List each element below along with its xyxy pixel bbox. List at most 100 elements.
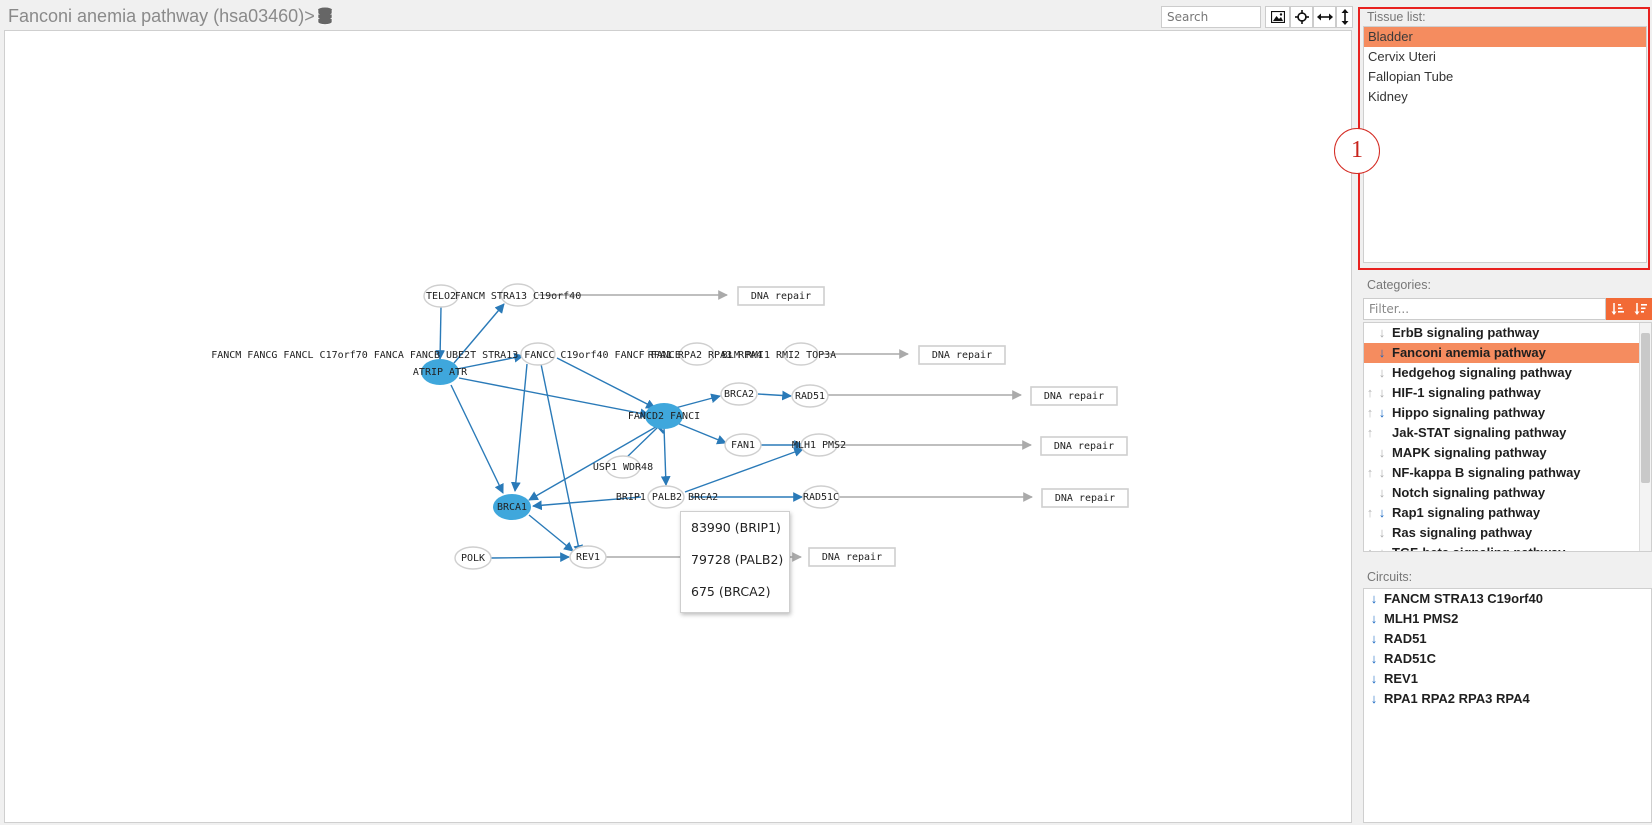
tissue-item-bladder[interactable]: Bladder (1364, 27, 1646, 47)
category-item[interactable]: ↓Ras signaling pathway (1364, 523, 1651, 543)
sort-ascending-button[interactable] (1606, 298, 1629, 320)
crosshair-icon (1294, 10, 1309, 24)
category-item[interactable]: ↑Jak-STAT signaling pathway (1364, 423, 1651, 443)
database-icon[interactable] (317, 7, 333, 30)
down-arrow-icon: ↓ (1370, 651, 1378, 666)
svg-text:BRCA2: BRCA2 (724, 389, 754, 400)
down-arrow-icon: ↓ (1378, 485, 1386, 500)
circuit-item[interactable]: ↓ RAD51C (1364, 649, 1651, 669)
categories-scrollbar[interactable] (1639, 323, 1651, 551)
category-item[interactable]: ↑↓HIF-1 signaling pathway (1364, 383, 1651, 403)
node-brca1[interactable]: BRCA1 (493, 494, 531, 520)
svg-text:TELO2: TELO2 (426, 291, 456, 302)
category-item[interactable]: ↓Fanconi anemia pathway (1364, 343, 1651, 363)
up-arrow-icon: ↑ (1366, 465, 1374, 480)
svg-text:FANCM STRA13 C19orf40: FANCM STRA13 C19orf40 (455, 291, 581, 302)
down-arrow-icon: ↓ (1378, 385, 1386, 400)
export-image-button[interactable] (1265, 6, 1290, 28)
output-dna-repair-5[interactable]: DNA repair (1041, 488, 1129, 508)
down-arrow-icon: ↓ (1370, 591, 1378, 606)
category-name: ErbB signaling pathway (1392, 325, 1540, 340)
sort-descending-button[interactable] (1629, 298, 1652, 320)
svg-text:FANCD2 FANCI: FANCD2 FANCI (628, 411, 700, 422)
output-dna-repair-4[interactable]: DNA repair (1040, 436, 1128, 456)
svg-text:DNA repair: DNA repair (822, 552, 882, 563)
activation-edges (435, 303, 804, 563)
fit-width-button[interactable] (1313, 6, 1336, 28)
fit-height-button[interactable] (1336, 6, 1353, 28)
categories-label: Categories: (1367, 278, 1431, 292)
pathway-graph-canvas[interactable]: TELO2 FANCM STRA13 C19orf40 FANCM FANCG … (4, 30, 1352, 823)
circuit-name: RAD51 (1384, 631, 1427, 646)
tissue-list[interactable]: Bladder Cervix Uteri Fallopian Tube Kidn… (1363, 26, 1647, 263)
node-rev1[interactable]: REV1 (569, 545, 607, 569)
circuit-name: RAD51C (1384, 651, 1437, 666)
category-item[interactable]: ↑↓TGF-beta signaling pathway (1364, 543, 1651, 551)
center-view-button[interactable] (1290, 6, 1313, 28)
down-arrow-icon: ↓ (1378, 365, 1386, 380)
category-name: Hippo signaling pathway (1392, 405, 1546, 420)
output-dna-repair-2[interactable]: DNA repair (918, 345, 1006, 365)
node-brip1-palb2-brca2[interactable]: BRIP1 PALB2 BRCA2 (616, 485, 718, 509)
sort-descending-icon (1634, 303, 1647, 315)
node-rpa[interactable]: RPA1 RPA2 RPA3 RPA4 (648, 342, 762, 366)
circuit-item[interactable]: ↓MLH1 PMS2 (1364, 609, 1651, 629)
tissue-item-cervix-uteri[interactable]: Cervix Uteri (1368, 49, 1436, 64)
output-dna-repair-6[interactable]: DNA repair (808, 547, 896, 567)
category-item[interactable]: ↓ErbB signaling pathway (1364, 323, 1651, 343)
node-atrip-atr[interactable]: ATRIP ATR (413, 359, 468, 385)
search-input[interactable] (1161, 6, 1261, 28)
category-item[interactable]: ↓Hedgehog signaling pathway (1364, 363, 1651, 383)
up-arrow-icon: ↑ (1366, 425, 1374, 440)
categories-list[interactable]: ↓ErbB signaling pathway↓Fanconi anemia p… (1363, 322, 1652, 552)
node-fancd2-fanci[interactable]: FANCD2 FANCI (628, 403, 700, 429)
node-fancm-stra13[interactable]: FANCM STRA13 C19orf40 (455, 283, 581, 307)
node-fan1[interactable]: FAN1 (724, 433, 762, 457)
up-arrow-icon: ↑ (1364, 543, 1376, 551)
circuit-item[interactable]: ↓RAD51 (1364, 629, 1651, 649)
title-separator: > (304, 6, 315, 26)
circuit-name: FANCM STRA13 C19orf40 (1384, 591, 1543, 606)
node-fanconi-core-complex[interactable]: FANCM FANCG FANCL C17orf70 FANCA FANCB U… (211, 342, 681, 366)
fit-width-icon (1316, 13, 1333, 21)
node-polk[interactable]: POLK (454, 546, 492, 570)
circuit-name: MLH1 PMS2 (1384, 611, 1459, 626)
node-mlh1-pms2[interactable]: MLH1 PMS2 (792, 433, 846, 457)
node-brca2[interactable]: BRCA2 (720, 382, 758, 406)
node-rad51[interactable]: RAD51 (791, 384, 829, 408)
node-usp1-wdr48[interactable]: USP1 WDR48 (593, 455, 653, 479)
svg-text:DNA repair: DNA repair (751, 291, 811, 302)
svg-text:FANCM FANCG FANCL C17orf70 FAN: FANCM FANCG FANCL C17orf70 FANCA FANCB U… (211, 350, 681, 361)
pathway-graph[interactable]: TELO2 FANCM STRA13 C19orf40 FANCM FANCG … (5, 31, 1352, 823)
svg-text:USP1 WDR48: USP1 WDR48 (593, 462, 653, 473)
tissue-item-fallopian-tube[interactable]: Fallopian Tube (1368, 69, 1454, 84)
down-arrow-icon: ↓ (1376, 543, 1388, 551)
categories-items: ↓ErbB signaling pathway↓Fanconi anemia p… (1364, 323, 1651, 551)
category-item[interactable]: ↓Notch signaling pathway (1364, 483, 1651, 503)
down-arrow-icon: ↓ (1378, 525, 1386, 540)
node-blm-rmi[interactable]: BLM RMI1 RMI2 TOP3A (722, 342, 836, 366)
node-rad51c[interactable]: RAD51C (802, 485, 840, 509)
pathway-title: Fanconi anemia pathway (hsa03460)> (8, 6, 333, 30)
circuit-name: RPA1 RPA2 RPA3 RPA4 (1384, 691, 1530, 706)
tooltip-line: 83990 (BRIP1) (691, 520, 781, 535)
svg-text:DNA repair: DNA repair (932, 350, 992, 361)
category-item[interactable]: ↑↓Hippo signaling pathway (1364, 403, 1651, 423)
category-item[interactable]: ↑↓NF-kappa B signaling pathway (1364, 463, 1651, 483)
down-arrow-icon: ↓ (1378, 505, 1386, 520)
category-name: Fanconi anemia pathway (1392, 345, 1546, 360)
output-dna-repair-3[interactable]: DNA repair (1030, 386, 1118, 406)
circuit-item[interactable]: ↓ FANCM STRA13 C19orf40 (1364, 589, 1651, 609)
circuits-list[interactable]: ↓FANCM STRA13 C19orf40↓MLH1 PMS2↓RAD51↓R… (1363, 588, 1652, 823)
svg-text:DNA repair: DNA repair (1055, 493, 1115, 504)
categories-scrollbar-thumb[interactable] (1641, 333, 1650, 483)
category-item[interactable]: ↓MAPK signaling pathway (1364, 443, 1651, 463)
tissue-item-kidney[interactable]: Kidney (1368, 89, 1408, 104)
circuit-item[interactable]: ↓RPA1 RPA2 RPA3 RPA4 (1364, 689, 1651, 709)
category-item[interactable]: ↑↓Rap1 signaling pathway (1364, 503, 1651, 523)
circuit-item[interactable]: ↓REV1 (1364, 669, 1651, 689)
up-arrow-icon: ↑ (1366, 405, 1374, 420)
output-dna-repair-1[interactable]: DNA repair (737, 286, 825, 306)
category-filter-input[interactable] (1363, 298, 1606, 320)
node-telo2[interactable]: TELO2 (423, 284, 459, 308)
